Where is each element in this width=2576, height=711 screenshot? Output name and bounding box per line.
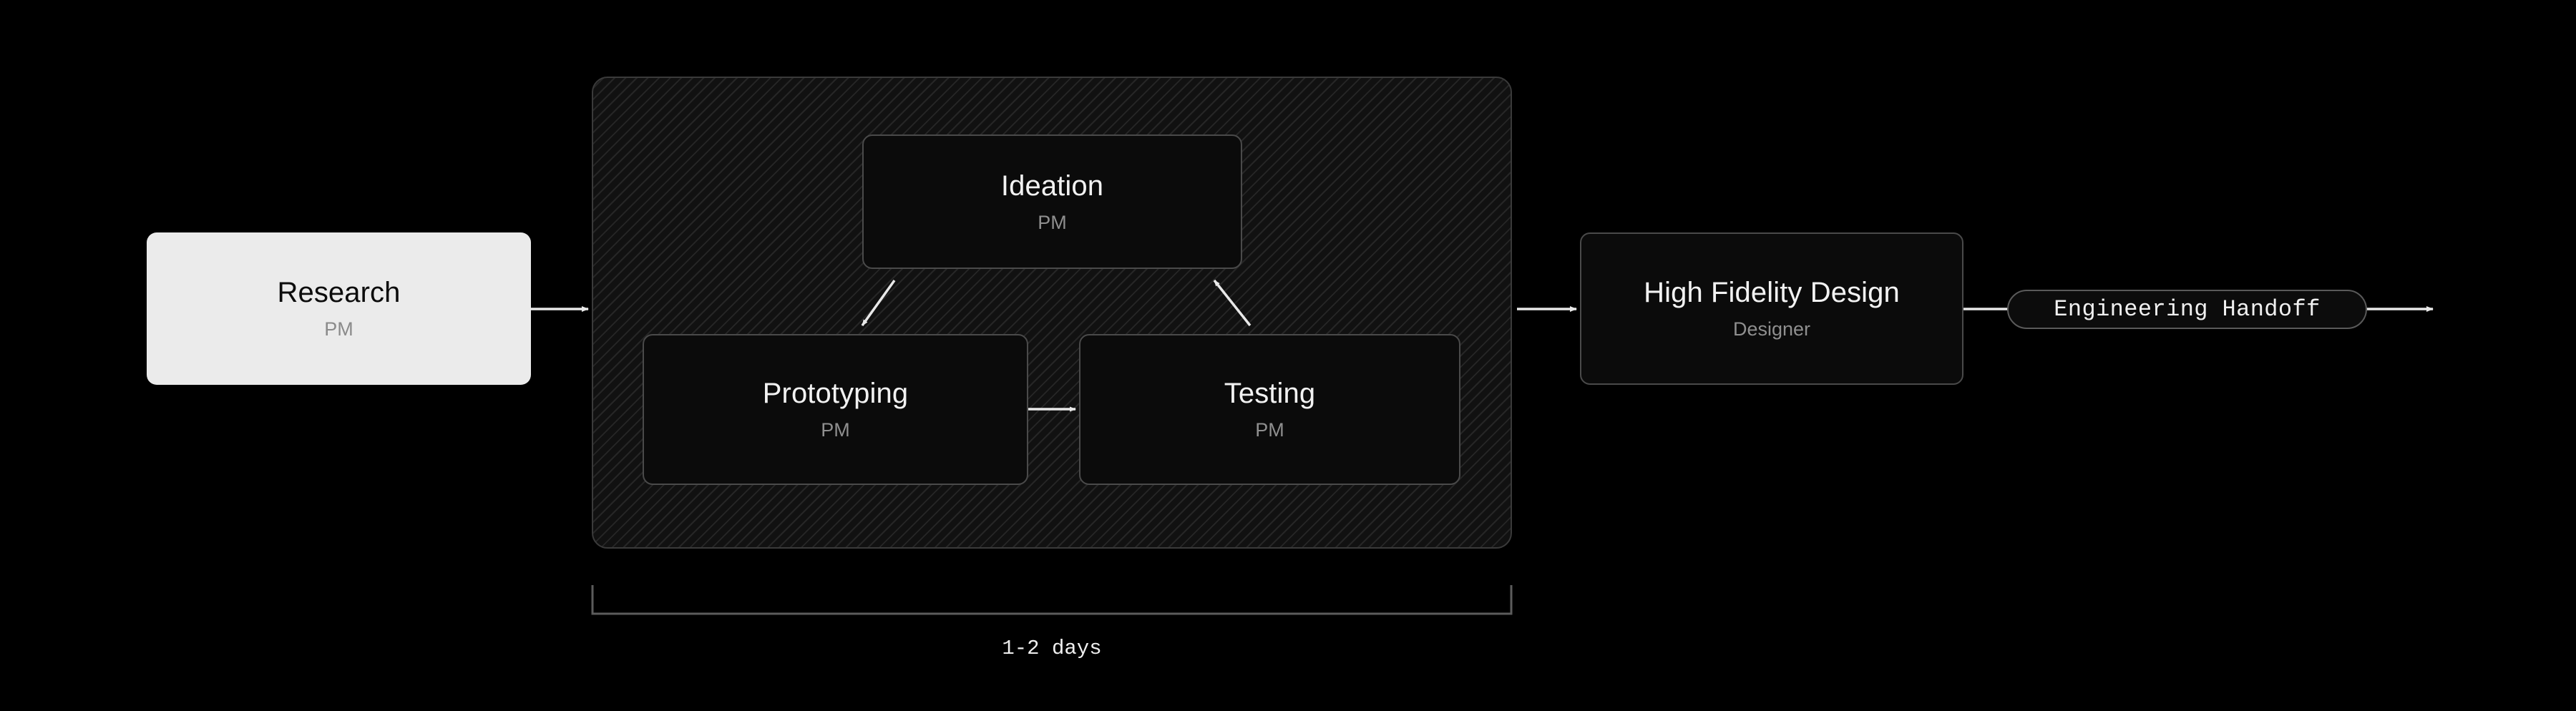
node-prototyping-subtitle: PM [821,419,850,441]
node-research-title: Research [277,277,401,309]
node-high-fidelity-design[interactable]: High Fidelity Design Designer [1580,232,1963,385]
node-research[interactable]: Research PM [147,232,531,385]
node-prototyping[interactable]: Prototyping PM [643,334,1028,485]
node-prototyping-title: Prototyping [762,378,909,410]
node-engineering-handoff-label: Engineering Handoff [2054,296,2321,323]
node-ideation[interactable]: Ideation PM [862,134,1242,269]
node-research-subtitle: PM [324,318,353,340]
duration-label: 1-2 days [592,637,1511,660]
node-engineering-handoff[interactable]: Engineering Handoff [2007,290,2367,329]
node-high-fidelity-design-subtitle: Designer [1732,318,1811,340]
duration-label-text: 1-2 days [1002,637,1102,660]
duration-bracket [591,585,1513,615]
node-testing[interactable]: Testing PM [1079,334,1460,485]
node-ideation-title: Ideation [1000,170,1104,202]
node-high-fidelity-design-title: High Fidelity Design [1644,277,1900,309]
node-testing-subtitle: PM [1255,419,1284,441]
node-testing-title: Testing [1224,378,1316,410]
node-ideation-subtitle: PM [1038,211,1067,233]
